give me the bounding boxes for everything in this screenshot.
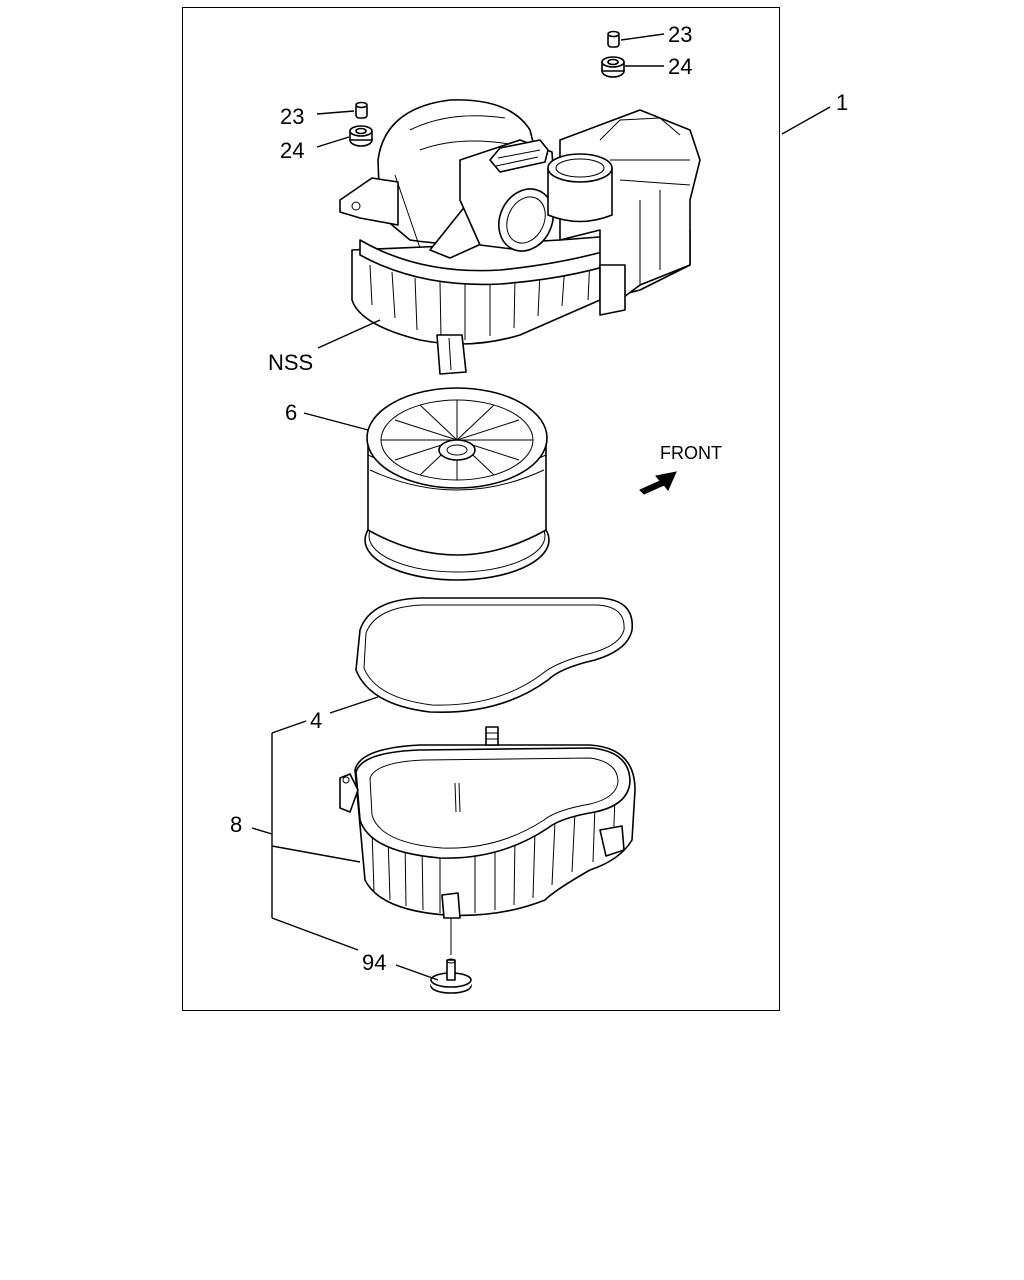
label-23-left: 23 <box>280 104 304 129</box>
leader-94 <box>395 964 439 981</box>
leader-24-left <box>316 136 350 148</box>
label-assembly: 1 <box>836 90 848 115</box>
label-24-left: 24 <box>280 138 304 163</box>
label-foot: 94 <box>362 950 386 975</box>
foot-94 <box>430 958 472 994</box>
leader-nss <box>317 319 381 349</box>
label-23-top: 23 <box>668 22 692 47</box>
label-lower-housing: 8 <box>230 812 242 837</box>
plug-23-top <box>607 30 620 48</box>
seal-gasket <box>355 597 633 714</box>
filter-element <box>364 387 550 581</box>
label-front: FRONT <box>660 443 722 463</box>
leader-23-top <box>620 33 665 41</box>
plug-23-left <box>355 101 368 119</box>
label-seal: 4 <box>310 708 322 733</box>
upper-housing <box>339 99 701 375</box>
label-24-top: 24 <box>668 54 692 79</box>
leader-6 <box>303 412 369 431</box>
leader-1 <box>781 106 831 135</box>
grommet-24-left <box>349 125 373 147</box>
front-arrow-icon <box>639 471 677 495</box>
group-bracket-8 <box>251 720 361 951</box>
lower-housing <box>339 726 636 955</box>
leader-23-left <box>316 110 355 115</box>
leader-4 <box>329 696 379 714</box>
label-element: 6 <box>285 400 297 425</box>
label-nss: NSS <box>268 350 313 375</box>
diagram-frame <box>182 7 780 1011</box>
grommet-24-top <box>601 56 625 78</box>
